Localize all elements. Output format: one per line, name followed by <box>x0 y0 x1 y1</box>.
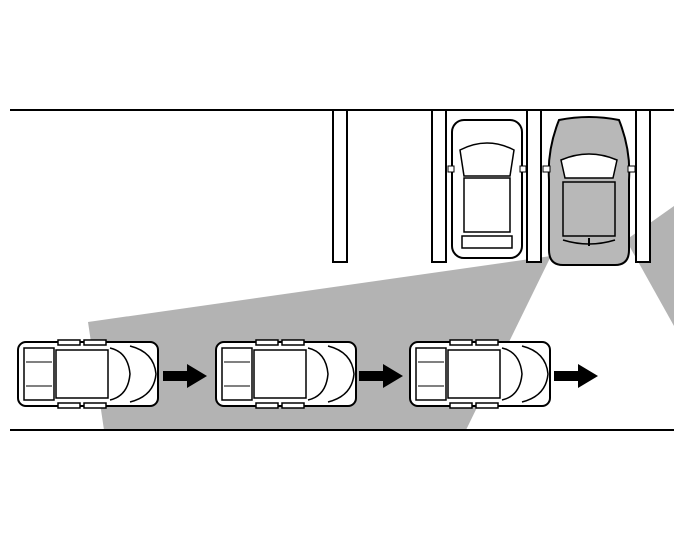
parked-car-highlighted <box>542 116 636 266</box>
moving-car-position-3 <box>409 339 551 409</box>
parking-space-lines <box>332 109 651 263</box>
arrow-right-icon <box>554 364 598 388</box>
moving-car-position-2 <box>215 339 357 409</box>
moving-car-position-1 <box>17 339 159 409</box>
parked-car <box>447 119 527 259</box>
